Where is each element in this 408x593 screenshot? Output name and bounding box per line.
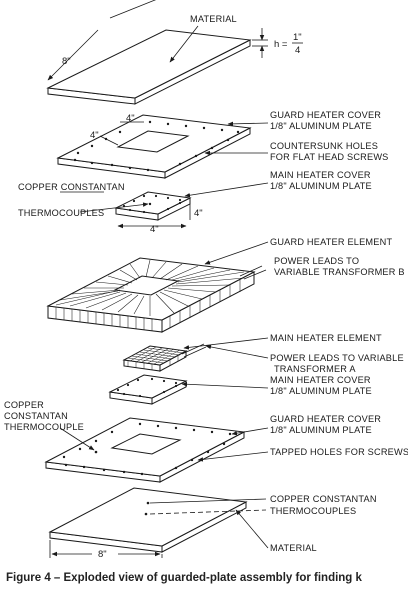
- material-top-leader: [169, 25, 199, 63]
- guard-cover-bot-label-2: 1/8" ALUMINUM PLATE: [270, 425, 372, 435]
- h-numerator: 1": [293, 32, 302, 43]
- dim-4c: 4": [194, 208, 203, 219]
- tapped-holes-label: TAPPED HOLES FOR SCREWS: [270, 447, 408, 457]
- power-b-label-1: POWER LEADS TO: [274, 256, 359, 266]
- countersunk-label-2: FOR FLAT HEAD SCREWS: [270, 152, 389, 162]
- guard-cover-top-label-2: 1/8" ALUMINUM PLATE: [270, 121, 372, 131]
- main-heater-cover-top: [114, 191, 192, 221]
- thermo-top-label-1: COPPER CONSTANTAN: [18, 182, 125, 192]
- thermo-left-label-2: CONSTANTAN: [4, 411, 68, 421]
- dim-8-bot-text: 8": [98, 549, 107, 560]
- main-heater-element: [122, 343, 207, 372]
- thickness-dimension: h = 1" 4: [252, 28, 303, 58]
- material-bot-label: MATERIAL: [270, 543, 317, 553]
- thermo-left-label-3: THERMOCOUPLE: [4, 422, 84, 432]
- material-top-label: MATERIAL: [190, 14, 237, 24]
- guard-element-label: GUARD HEATER ELEMENT: [270, 237, 392, 247]
- power-a-label-1: POWER LEADS TO VARIABLE: [270, 353, 404, 363]
- main-element-label: MAIN HEATER ELEMENT: [270, 333, 382, 343]
- main-cover-top-label-1: MAIN HEATER COVER: [270, 170, 371, 180]
- thermo-bot-label-2: THERMOCOUPLES: [270, 506, 356, 516]
- material-plate-top: [46, 29, 252, 105]
- dim-8-top-text: 8": [62, 56, 71, 67]
- h-label: h =: [274, 39, 288, 50]
- dim-4d: 4": [150, 224, 159, 235]
- countersunk-label-1: COUNTERSUNK HOLES: [270, 141, 378, 151]
- h-denominator: 4: [295, 45, 300, 56]
- guard-heater-cover-bottom: [44, 417, 246, 483]
- main-cover-bot-label-2: 1/8" ALUMINUM PLATE: [270, 386, 372, 396]
- guard-cover-bot-label-1: GUARD HEATER COVER: [270, 414, 381, 424]
- guard-heater-cover-top: [56, 114, 252, 179]
- power-a-label-2: TRANSFORMER A: [274, 364, 356, 374]
- dim-4b: 4": [90, 130, 99, 141]
- thermo-bot-label-1: COPPER CONSTANTAN: [270, 494, 377, 504]
- main-heater-cover-bottom: [108, 374, 188, 405]
- main-cover-top-label-2: 1/8" ALUMINUM PLATE: [270, 181, 372, 191]
- power-b-label-2: VARIABLE TRANSFORMER B: [274, 267, 405, 277]
- guard-heater-element: [46, 257, 267, 333]
- guard-cover-top-label-1: GUARD HEATER COVER: [270, 110, 381, 120]
- dim-4a: 4": [126, 113, 135, 124]
- main-cover-bot-label-1: MAIN HEATER COVER: [270, 375, 371, 385]
- dimension-8in-bottom: 8": [49, 540, 163, 560]
- material-plate-bottom: [48, 487, 248, 553]
- dimension-8in-top: 8": [47, 0, 157, 81]
- thermo-top-label-2: THERMOCOUPLES: [18, 208, 104, 218]
- figure-caption: Figure 4 – Exploded view of guarded-plat…: [6, 572, 363, 584]
- thermo-left-label-1: COPPER: [4, 400, 44, 410]
